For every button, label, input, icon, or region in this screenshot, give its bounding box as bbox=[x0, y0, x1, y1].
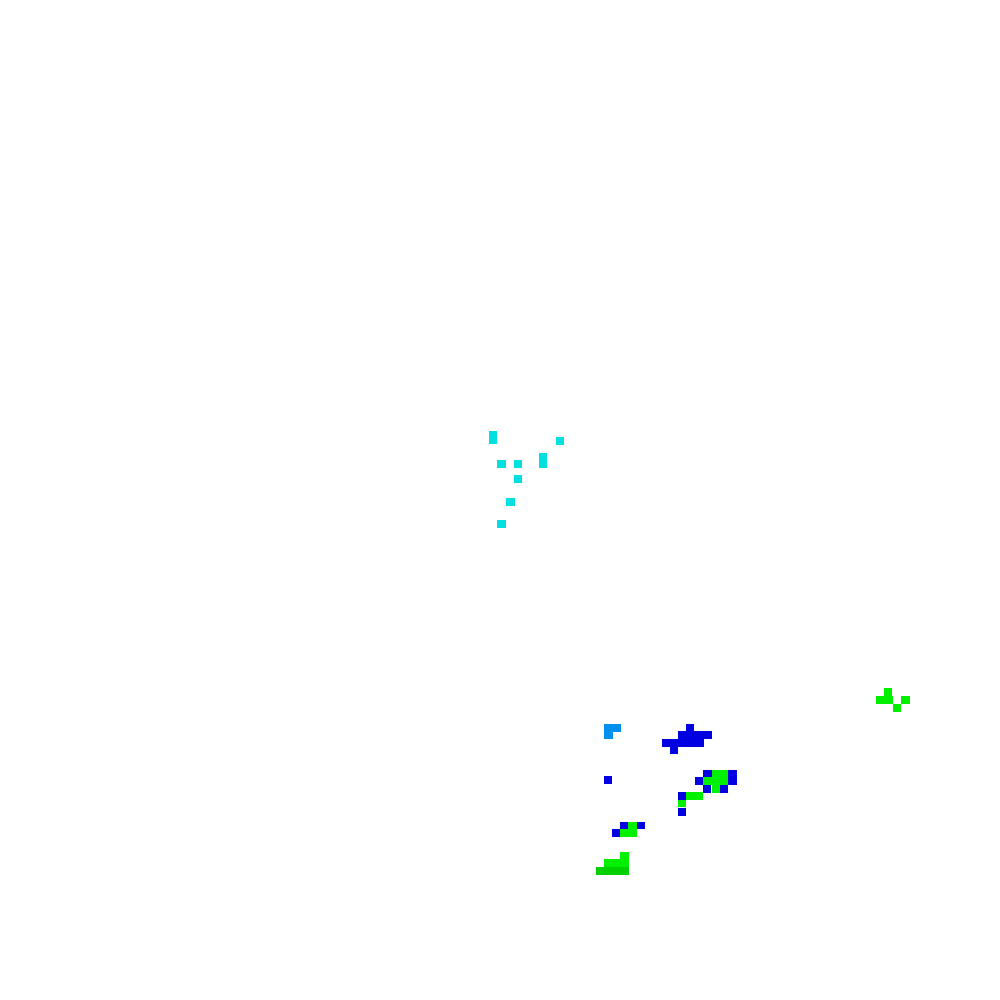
cyan-cluster-pixel bbox=[514, 475, 522, 483]
blue-cluster-pixel bbox=[686, 724, 694, 732]
cyan-cluster-pixel bbox=[556, 437, 564, 445]
blue-cluster-pixel bbox=[604, 776, 612, 784]
cyan-cluster-pixel bbox=[497, 460, 506, 468]
blue-cluster-pixel bbox=[678, 808, 686, 816]
green-cluster-pixel bbox=[620, 852, 629, 860]
green-cluster-pixel bbox=[678, 800, 686, 807]
green-cluster-pixel bbox=[604, 859, 629, 867]
green-cluster-pixel bbox=[620, 829, 637, 837]
green-cluster-pixel bbox=[712, 770, 728, 778]
green-cluster-pixel bbox=[686, 792, 703, 800]
blue-cluster-pixel bbox=[678, 731, 712, 739]
dark-green-cluster-pixel bbox=[596, 867, 629, 875]
green-cluster-pixel bbox=[712, 785, 720, 793]
cyan-cluster-pixel bbox=[514, 460, 522, 468]
blue-cluster-pixel bbox=[637, 822, 645, 829]
green-cluster-pixel bbox=[893, 704, 901, 712]
sky-blue-cluster-pixel bbox=[604, 731, 613, 739]
blue-cluster-pixel bbox=[703, 785, 711, 793]
sky-blue-cluster-pixel bbox=[604, 724, 621, 732]
green-cluster-pixel bbox=[628, 822, 637, 829]
cyan-cluster-pixel bbox=[506, 498, 515, 506]
blue-cluster-pixel bbox=[695, 777, 703, 785]
blue-cluster-pixel bbox=[703, 770, 737, 778]
cyan-cluster-pixel bbox=[489, 431, 497, 444]
green-cluster-pixel bbox=[876, 696, 893, 704]
blue-cluster-pixel bbox=[662, 739, 704, 747]
blue-cluster-pixel bbox=[620, 822, 629, 829]
blue-cluster-pixel bbox=[720, 785, 728, 793]
blue-cluster-pixel bbox=[678, 792, 687, 800]
cyan-cluster-pixel bbox=[497, 520, 506, 528]
blue-cluster-pixel bbox=[670, 746, 678, 754]
green-cluster-pixel bbox=[901, 696, 910, 704]
green-cluster-pixel bbox=[884, 688, 892, 696]
green-cluster-pixel bbox=[703, 777, 728, 785]
cyan-cluster-pixel bbox=[539, 453, 547, 468]
blue-cluster-pixel bbox=[612, 829, 621, 837]
blue-cluster-pixel bbox=[728, 777, 737, 785]
